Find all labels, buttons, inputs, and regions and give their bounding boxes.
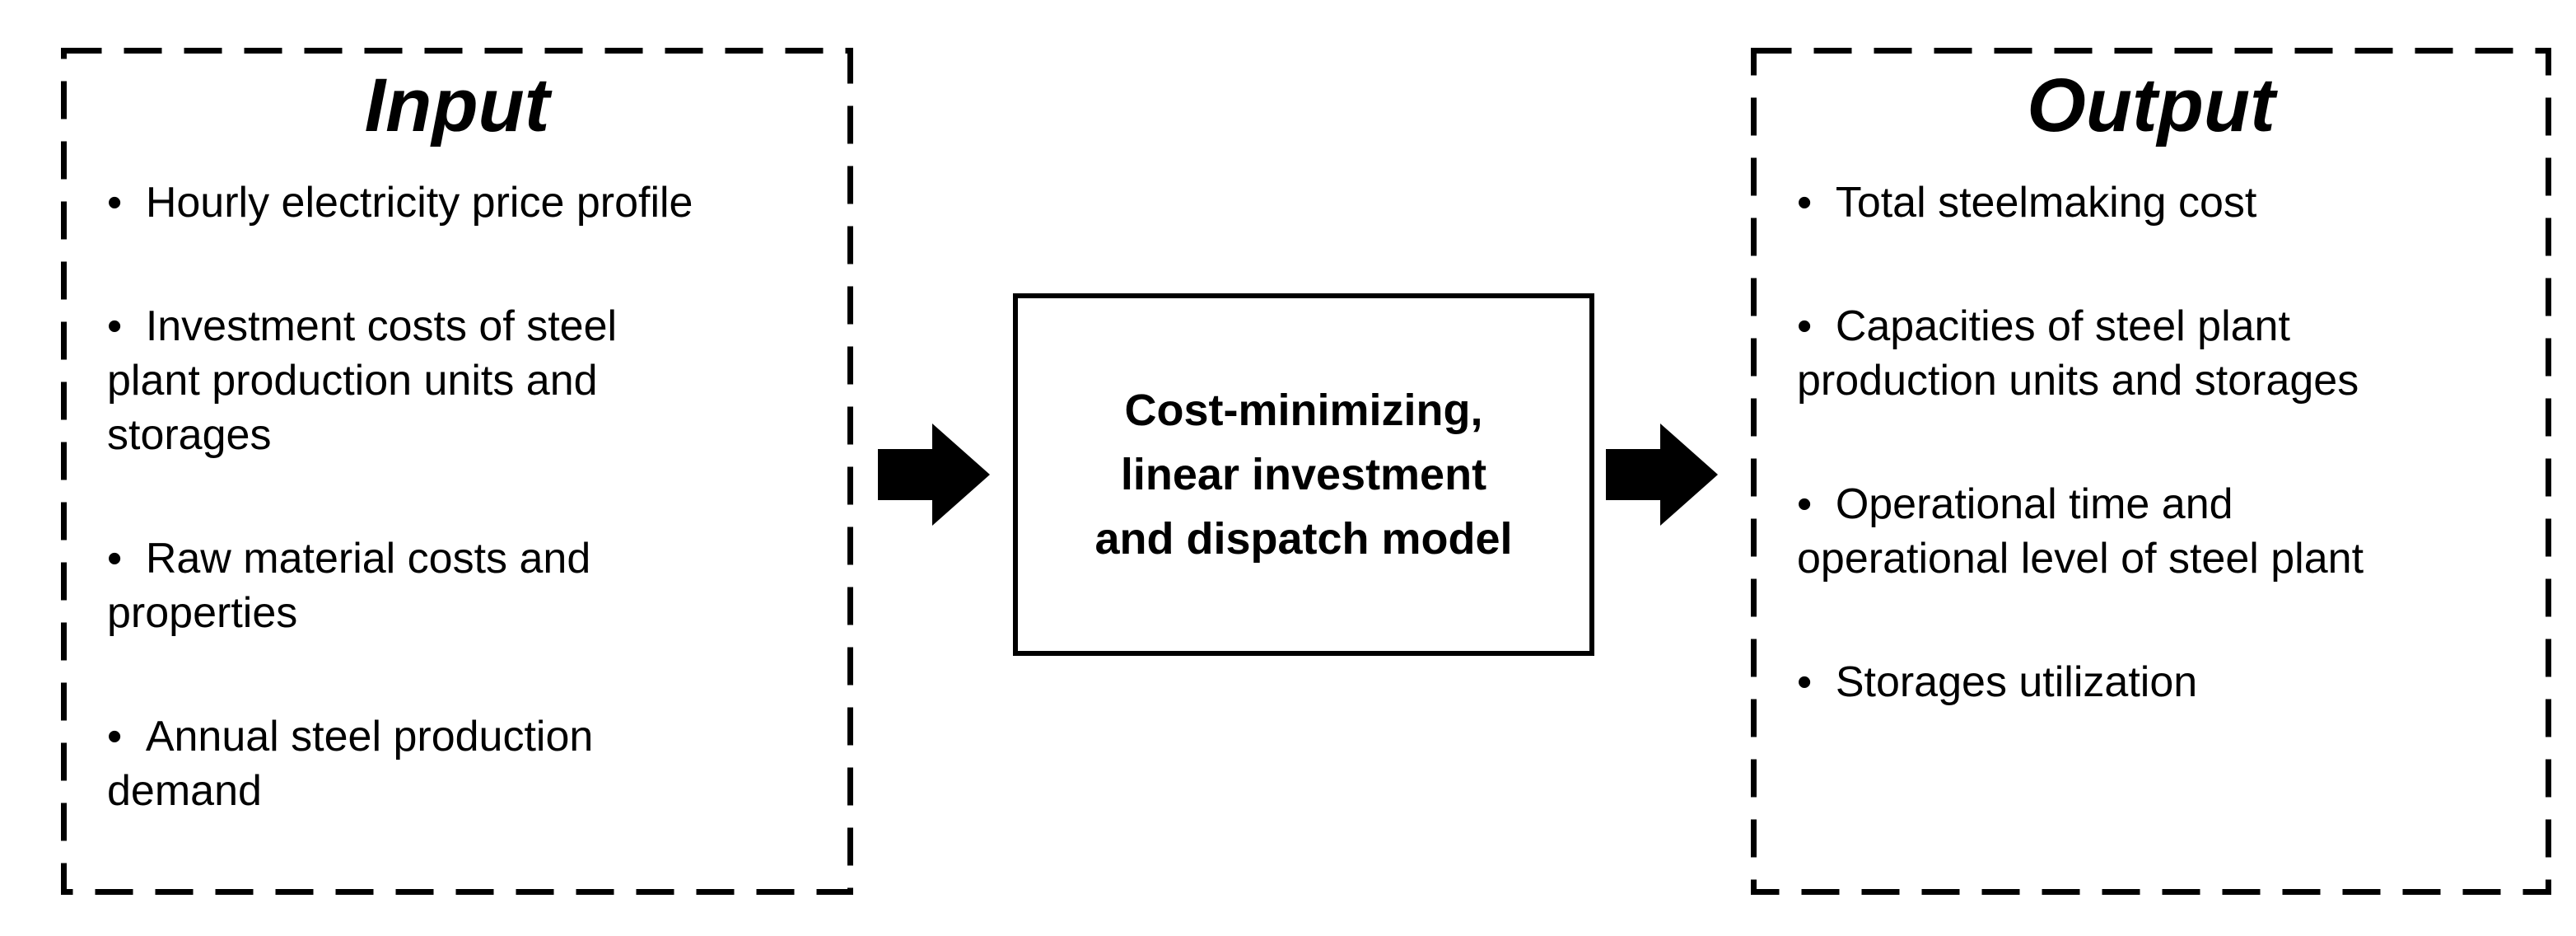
input-to-model-arrow xyxy=(878,424,990,526)
input-title: Input xyxy=(364,63,550,147)
list-item: • Storages utilization xyxy=(1797,655,2512,709)
list-item: • Capacities of steel plant production un… xyxy=(1797,299,2512,408)
model-to-output-arrow xyxy=(1606,424,1718,526)
bullet-icon: • xyxy=(107,179,123,227)
bullet-icon: • xyxy=(107,535,123,583)
list-item-text: Total steelmaking cost xyxy=(1835,179,2257,227)
model-label-line: Cost-minimizing, xyxy=(1124,385,1483,435)
model-label: Cost-minimizing, linear investment and d… xyxy=(1078,378,1528,572)
bullet-icon: • xyxy=(1797,480,1813,529)
list-item-text: Investment costs of steel xyxy=(145,302,618,351)
list-item-text: Hourly electricity price profile xyxy=(145,179,693,227)
list-item-text: production units and storages xyxy=(1797,357,2359,405)
list-item-text: plant production units and xyxy=(107,357,598,405)
bullet-icon: • xyxy=(1797,179,1813,227)
bullet-icon: • xyxy=(107,713,123,761)
model-label-line: and dispatch model xyxy=(1094,514,1513,564)
list-item: • Investment costs of steel plant product… xyxy=(107,299,814,462)
bullet-icon: • xyxy=(1797,658,1813,707)
model-label-line: linear investment xyxy=(1120,449,1487,499)
list-item: • Total steelmaking cost xyxy=(1797,176,2512,230)
list-item: • Operational time and operational level … xyxy=(1797,477,2512,586)
list-item-text: demand xyxy=(107,767,262,816)
list-item-text: operational level of steel plant xyxy=(1797,535,2364,583)
model-box: Cost-minimizing, linear investment and d… xyxy=(1013,293,1594,656)
list-item-text: Operational time and xyxy=(1835,480,2233,529)
list-item-text: properties xyxy=(107,589,298,638)
list-item: • Raw material costs and properties xyxy=(107,531,814,640)
output-box: Output • Total steelmaking cost • Capaciti… xyxy=(1751,48,2551,895)
list-item-text: storages xyxy=(107,411,272,460)
list-item: • Hourly electricity price profile xyxy=(107,176,814,230)
list-item-text: Raw material costs and xyxy=(145,535,591,583)
bullet-icon: • xyxy=(107,302,123,351)
list-item-text: Storages utilization xyxy=(1835,658,2198,707)
output-title: Output xyxy=(2027,63,2275,147)
bullet-icon: • xyxy=(1797,302,1813,351)
input-list: • Hourly electricity price profile • Inves… xyxy=(61,176,853,818)
list-item-text: Capacities of steel plant xyxy=(1835,302,2290,351)
list-item: • Annual steel production demand xyxy=(107,709,814,818)
output-list: • Total steelmaking cost • Capacities of s… xyxy=(1751,176,2551,709)
list-item-text: Annual steel production xyxy=(145,713,594,761)
input-box: Input • Hourly electricity price profile … xyxy=(61,48,853,895)
